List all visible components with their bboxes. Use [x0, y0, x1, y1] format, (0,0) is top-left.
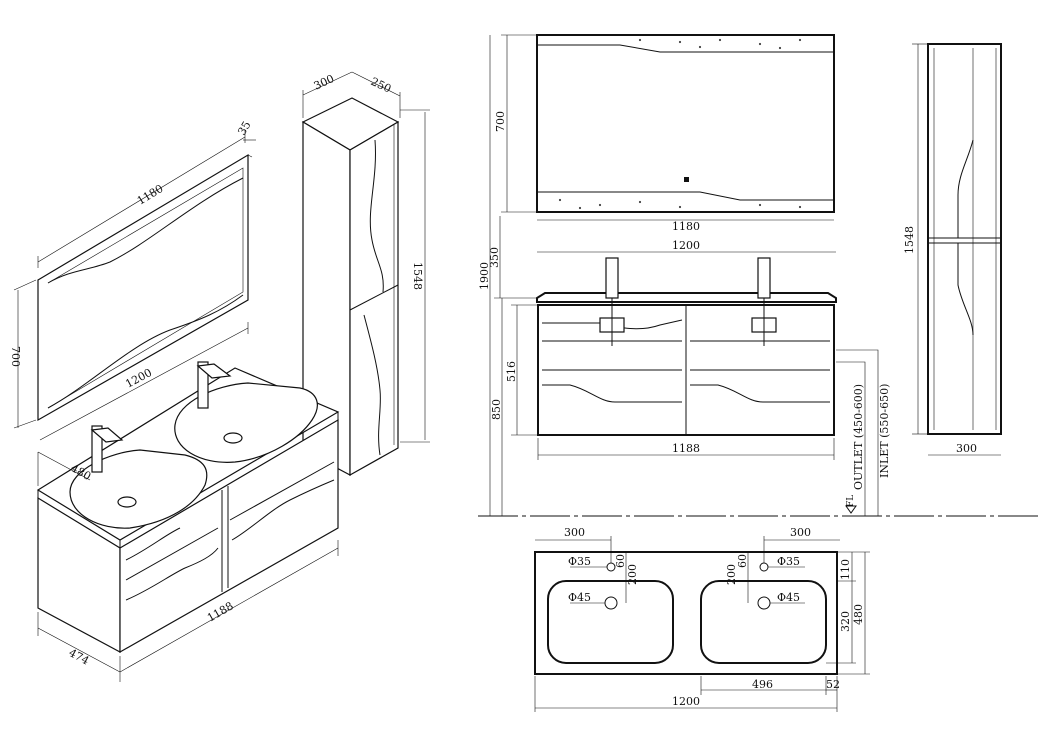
- plan-right-offset: 300: [790, 526, 811, 539]
- front-total-height: 1900: [478, 262, 491, 290]
- plan-total-depth: 480: [852, 604, 865, 625]
- iso-vanity: [36, 361, 340, 682]
- plan-drain-hole-left: Φ45: [568, 591, 591, 604]
- front-mirror-height: 700: [494, 111, 507, 132]
- iso-column-height: 1548: [411, 262, 424, 290]
- iso-vanity-width: 1188: [205, 599, 236, 624]
- iso-mirror: [13, 131, 256, 441]
- plan-total-width: 1200: [672, 695, 700, 708]
- column-side-view: 1548 300: [903, 43, 1002, 456]
- front-cabinet-width: 1188: [672, 442, 700, 455]
- front-mirror: [501, 34, 835, 221]
- plan-tap-hole-left: Φ35: [568, 555, 591, 568]
- iso-vanity-depth: 474: [67, 646, 92, 667]
- front-vanity: [511, 251, 837, 460]
- plan-tap-to-drain-right: 200: [725, 564, 738, 585]
- plan-drain-hole-right: Φ45: [777, 591, 800, 604]
- column-height: 1548: [903, 226, 916, 254]
- plan-back-to-tap: 110: [839, 559, 852, 580]
- plan-view: 300 300 Φ35 Φ45 Φ35 Φ45 60 200 60 200 11…: [534, 526, 870, 712]
- iso-mirror-height: 700: [9, 346, 22, 367]
- plan-tap-to-drain: 200: [626, 564, 639, 585]
- iso-column-width: 250: [369, 75, 394, 96]
- plan-tap-to-edge: 60: [614, 554, 627, 568]
- iso-column: [301, 71, 430, 477]
- front-cabinet-height: 516: [505, 361, 518, 382]
- front-gap-height: 350: [488, 247, 501, 268]
- plan-tap-to-edge-right: 60: [736, 554, 749, 568]
- isometric-view: 1180 35 700 1200 300 250 1548 480 1188 4…: [9, 71, 430, 682]
- iso-column-depth: 300: [312, 72, 337, 93]
- front-mirror-width: 1180: [672, 220, 700, 233]
- front-floor-mark: FL: [846, 495, 856, 507]
- front-outlet-label: OUTLET (450-600): [852, 384, 865, 490]
- iso-mirror-depth: 35: [235, 119, 253, 138]
- front-elevation: 700 1180 1900 350 1200 516 850 1188 OUTL…: [478, 34, 1040, 517]
- plan-tap-hole-right: Φ35: [777, 555, 800, 568]
- plan-edge-gap: 52: [826, 678, 840, 691]
- front-vanity-top-width: 1200: [672, 239, 700, 252]
- front-inlet-label: INLET (550-650): [878, 384, 891, 478]
- front-floor-to-top: 850: [490, 399, 503, 420]
- plan-basin-width: 496: [752, 678, 773, 691]
- plan-basin-depth: 320: [839, 611, 852, 632]
- plan-left-offset: 300: [564, 526, 585, 539]
- column-width: 300: [956, 442, 977, 455]
- iso-mirror-width: 1180: [135, 182, 166, 208]
